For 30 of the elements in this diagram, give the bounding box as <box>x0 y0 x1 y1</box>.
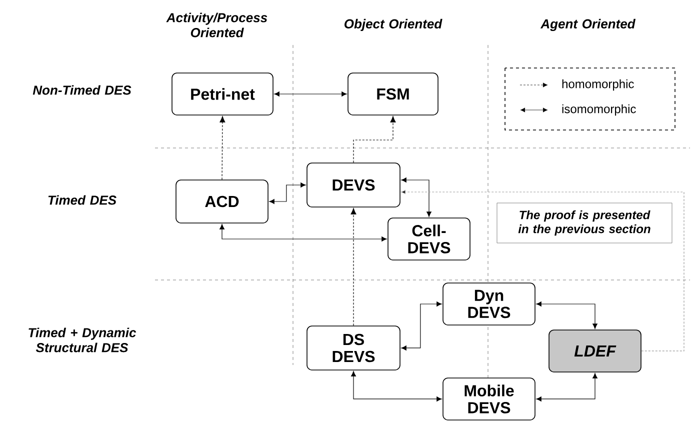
connector-arrow <box>401 190 684 352</box>
process-box: Dyn DEVS <box>442 282 536 326</box>
process-box: FSM <box>348 72 438 116</box>
process-box: Petri-net <box>172 72 274 116</box>
legend-label: isomomorphic <box>562 104 636 116</box>
connector-arrow <box>350 208 356 326</box>
header-label: Non-Timed DES <box>32 85 132 95</box>
header-label: Timed + Dynamic Structural DES <box>28 328 136 352</box>
connector-arrow <box>401 178 432 217</box>
process-box: LDEF <box>548 330 642 372</box>
connector-arrow <box>536 373 598 402</box>
connector-arrow <box>536 302 598 329</box>
note-box: The proof is presented in the previous section <box>496 202 672 244</box>
header-label: Object Oriented <box>344 18 442 32</box>
connector-arrow <box>401 302 442 350</box>
process-box: Mobile DEVS <box>442 378 536 420</box>
header-label: Timed DES <box>48 195 116 205</box>
process-box: DS DEVS <box>306 326 400 370</box>
connector-arrow <box>274 92 347 96</box>
process-box: Cell- DEVS <box>388 218 470 260</box>
legend-label: homomorphic <box>562 79 634 91</box>
header-label: Agent Oriented <box>540 18 636 32</box>
connector-arrow <box>220 224 387 242</box>
connector-arrow <box>351 371 442 402</box>
process-box: ACD <box>176 180 268 224</box>
connector-arrow <box>269 182 306 204</box>
header-label: Activity/Process Oriented <box>166 12 268 38</box>
connector-arrow <box>353 116 396 163</box>
connector-arrow <box>220 116 226 180</box>
process-box: DEVS <box>306 162 400 208</box>
